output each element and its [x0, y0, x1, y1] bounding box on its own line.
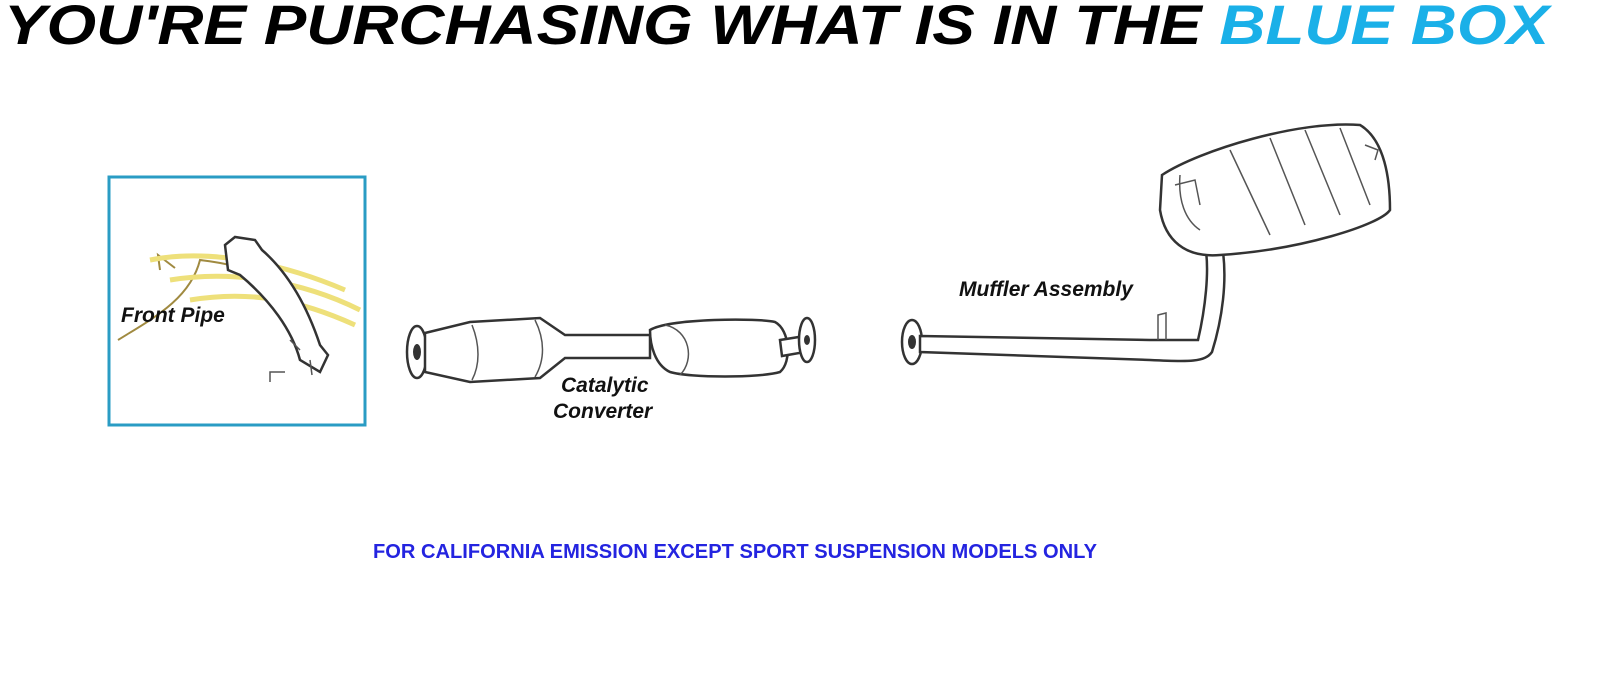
catalytic-label-line2: Converter — [553, 400, 654, 423]
muffler-assembly-drawing — [900, 123, 1392, 366]
muffler-label: Muffler Assembly — [959, 278, 1134, 301]
catalytic-converter-drawing — [405, 316, 817, 384]
title-prefix: YOU'RE PURCHASING WHAT IS IN THE — [4, 0, 1219, 56]
front-pipe-label: Front Pipe — [121, 304, 225, 327]
catalytic-label-line1: Catalytic — [561, 374, 649, 397]
catalytic-converter-part[interactable]: Catalytic Converter — [405, 316, 817, 423]
title-highlight: BLUE BOX — [1219, 0, 1553, 56]
front-pipe-drawing — [223, 235, 330, 382]
emission-note: FOR CALIFORNIA EMISSION EXCEPT SPORT SUS… — [373, 541, 1098, 563]
front-pipe-part[interactable]: Front Pipe — [107, 175, 367, 427]
muffler-assembly-part[interactable]: Muffler Assembly — [900, 123, 1392, 366]
page-title: YOU'RE PURCHASING WHAT IS IN THE BLUE BO… — [4, 0, 1553, 56]
selection-box — [107, 175, 367, 427]
